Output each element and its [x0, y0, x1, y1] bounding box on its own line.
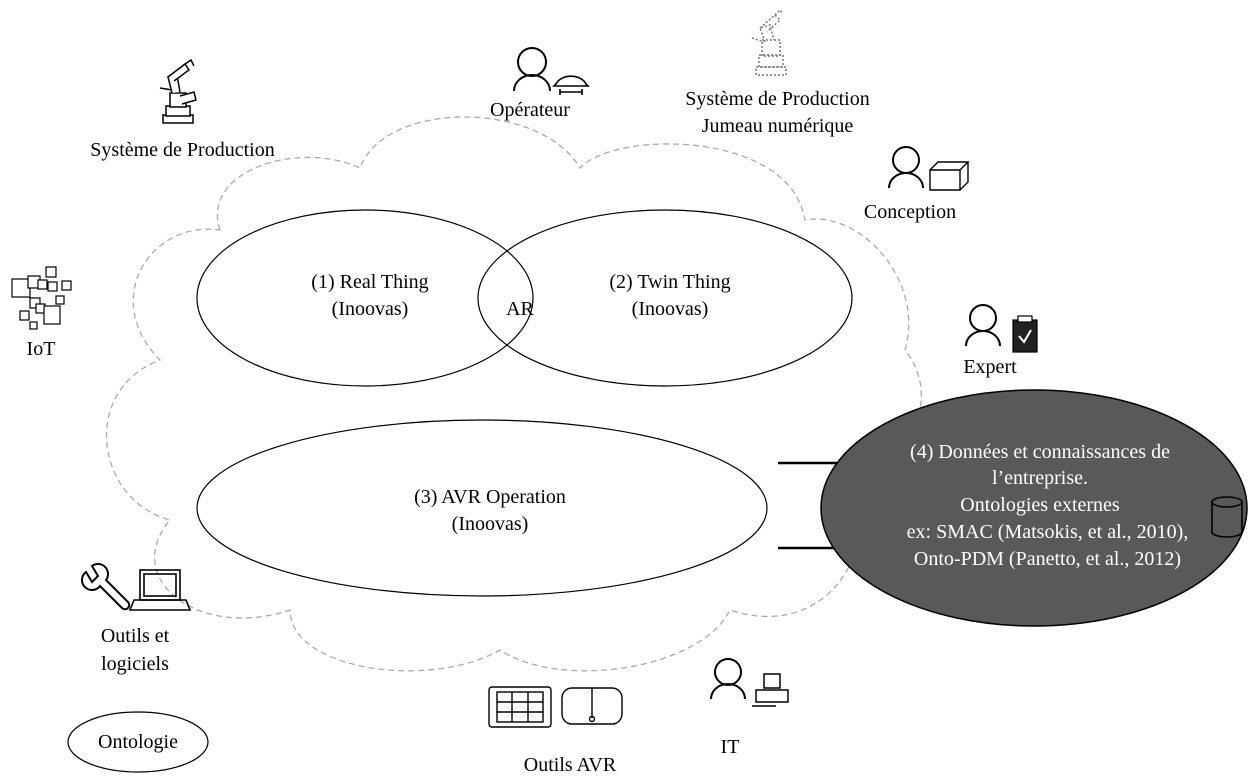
label-avr-tools: Outils AVR [523, 754, 617, 776]
label-design: Conception [863, 201, 957, 223]
vr-headset-icon [561, 687, 623, 725]
label-expert: Expert [963, 356, 1017, 378]
label-avr-operation-line2: (Inoovas) [451, 513, 529, 535]
real-thing-ellipse [196, 209, 534, 387]
label-twin-thing-line1: (2) Twin Thing [609, 271, 731, 293]
label-data-line2: l’entreprise. [991, 467, 1089, 489]
label-iot: IoT [26, 338, 56, 360]
label-operator: Opérateur [490, 99, 570, 121]
label-data-line5: Onto-PDM (Panetto, et al., 2012) [913, 548, 1182, 570]
tablet-icon [488, 686, 552, 728]
avr-operation-ellipse [196, 419, 768, 597]
label-data-line3: Ontologies externes [960, 494, 1120, 516]
label-avr-operation-line1: (3) AVR Operation [414, 486, 566, 508]
label-digital-twin-line2: Jumeau numérique [701, 115, 854, 137]
label-data-line1: (4) Données et connaissances de [910, 441, 1170, 463]
label-real-thing-line1: (1) Real Thing [311, 271, 429, 293]
iot-icon [11, 266, 72, 330]
label-digital-twin-line1: Système de Production [685, 88, 870, 110]
laptop-icon [128, 569, 192, 611]
label-production-system: Système de Production [90, 139, 275, 161]
it-icon [710, 658, 789, 707]
label-ar: AR [506, 298, 534, 320]
wrench-icon [81, 563, 131, 611]
ontology-legend-ellipse [67, 711, 209, 773]
label-real-thing-line2: (Inoovas) [331, 298, 409, 320]
label-it: IT [720, 736, 740, 758]
cloud-boundary [105, 116, 922, 672]
robot-arm-icon [159, 58, 197, 124]
data-knowledge-ellipse [820, 389, 1248, 627]
label-ontology-legend: Ontologie [98, 731, 178, 753]
label-twin-thing-line2: (Inoovas) [631, 298, 709, 320]
operator-icon [513, 47, 590, 95]
design-icon [888, 146, 970, 191]
database-icon [1211, 496, 1243, 538]
label-tools-line2: logiciels [101, 653, 169, 675]
twin-thing-ellipse [477, 209, 853, 387]
digital-twin-robot-icon [751, 8, 787, 76]
label-tools-line1: Outils et [100, 625, 170, 647]
label-data-line4: ex: SMAC (Matsokis, et al., 2010), [906, 521, 1189, 543]
expert-icon [965, 304, 1038, 353]
